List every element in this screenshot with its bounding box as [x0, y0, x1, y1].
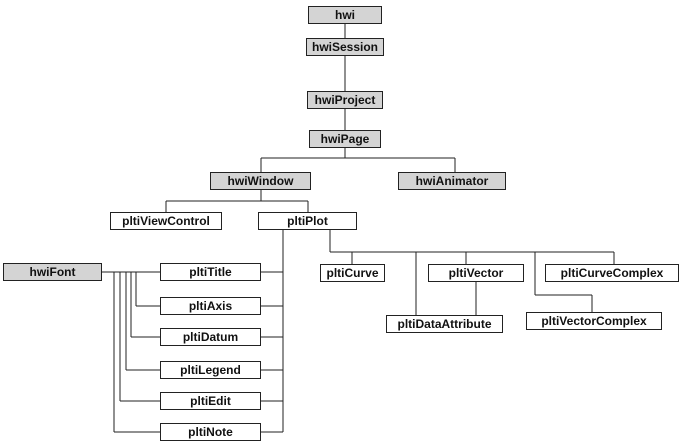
node-plti-curve-complex[interactable]: pltiCurveComplex	[545, 264, 679, 282]
node-plti-view-control[interactable]: pltiViewControl	[110, 212, 222, 230]
node-hwi-animator[interactable]: hwiAnimator	[398, 172, 506, 190]
node-plti-note[interactable]: pltiNote	[160, 423, 261, 441]
node-plti-title[interactable]: pltiTitle	[160, 263, 261, 281]
node-plti-curve[interactable]: pltiCurve	[320, 264, 385, 282]
node-plti-plot[interactable]: pltiPlot	[258, 212, 357, 230]
node-hwi[interactable]: hwi	[308, 6, 382, 24]
node-hwi-font[interactable]: hwiFont	[3, 263, 102, 281]
node-plti-vector[interactable]: pltiVector	[428, 264, 524, 282]
node-hwi-project[interactable]: hwiProject	[307, 91, 383, 109]
node-plti-edit[interactable]: pltiEdit	[160, 392, 261, 410]
node-hwi-page[interactable]: hwiPage	[309, 130, 381, 148]
node-plti-vector-complex[interactable]: pltiVectorComplex	[526, 312, 662, 330]
node-hwi-session[interactable]: hwiSession	[306, 38, 384, 56]
node-plti-datum[interactable]: pltiDatum	[160, 328, 261, 346]
node-plti-data-attribute[interactable]: pltiDataAttribute	[386, 315, 503, 333]
node-plti-legend[interactable]: pltiLegend	[160, 361, 261, 379]
node-hwi-window[interactable]: hwiWindow	[210, 172, 311, 190]
node-plti-axis[interactable]: pltiAxis	[160, 297, 261, 315]
